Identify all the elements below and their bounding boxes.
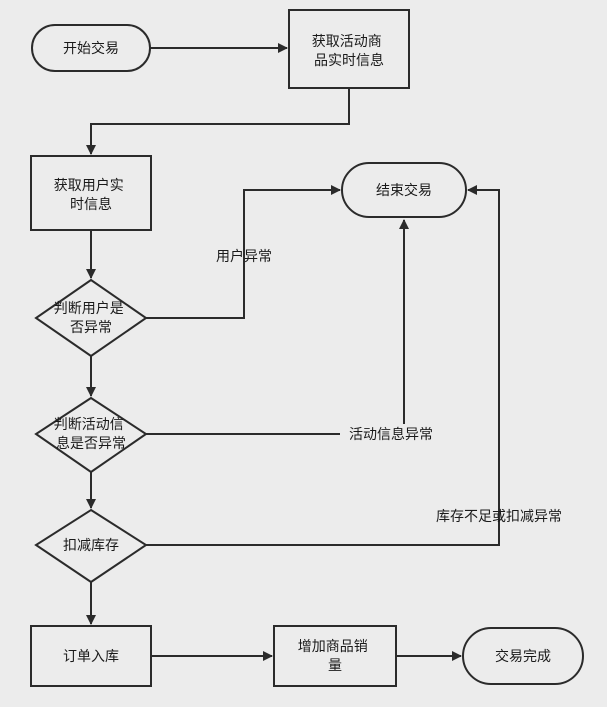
svg-text:判断用户是 否异常: 判断用户是 否异常 — [54, 300, 128, 336]
node-end-line-1: 结束交易 — [376, 182, 432, 199]
node-get-product: 获取活动商 品实时信息 — [288, 9, 410, 89]
svg-text:交易完成: 交易完成 — [495, 648, 551, 665]
svg-text:增加商品销 量: 增加商品销 量 — [298, 639, 372, 674]
node-get-user-line-1: 获取用户实 — [54, 177, 124, 194]
node-get-user-line-2: 时信息 — [70, 196, 112, 213]
node-start-line-1: 开始交易 — [63, 40, 119, 57]
edge-label-activity-abnormal: 活动信息异常 — [349, 426, 433, 443]
node-deduct-stock: 扣减库存 — [34, 508, 148, 584]
node-check-activity-line-1: 判断活动信 — [54, 417, 124, 433]
svg-text:订单入库: 订单入库 — [63, 649, 119, 665]
svg-text:结束交易: 结束交易 — [376, 182, 432, 199]
edge-get-product-to-get-user — [86, 88, 350, 155]
node-order-store-line-1: 订单入库 — [63, 649, 119, 665]
svg-text:扣减库存: 扣减库存 — [63, 538, 119, 554]
svg-text:判断活动信 息是否异常: 判断活动信 息是否异常 — [54, 417, 128, 452]
node-get-product-line-2: 品实时信息 — [314, 52, 384, 69]
edge-labels: 用户异常 活动信息异常 库存不足或扣减异常 — [216, 248, 562, 525]
node-get-product-line-1: 获取活动商 — [312, 34, 382, 50]
edge-check-user-to-end — [146, 185, 341, 319]
node-complete: 交易完成 — [462, 627, 584, 685]
node-start: 开始交易 — [31, 24, 151, 72]
edges — [86, 43, 500, 661]
nodes: 开始交易 获取活动商 品实时信息 获取用户实 时信息 结束交易 — [30, 9, 584, 687]
node-check-user-line-1: 判断用户是 — [54, 300, 124, 317]
node-check-activity: 判断活动信 息是否异常 — [34, 396, 148, 474]
node-end: 结束交易 — [341, 162, 467, 218]
node-add-sales-line-1: 增加商品销 — [298, 639, 368, 655]
node-check-user: 判断用户是 否异常 — [34, 278, 148, 358]
node-add-sales: 增加商品销 量 — [273, 625, 397, 687]
node-get-user: 获取用户实 时信息 — [30, 155, 152, 231]
edge-label-user-abnormal: 用户异常 — [216, 248, 272, 265]
node-order-store: 订单入库 — [30, 625, 152, 687]
svg-text:获取活动商 品实时信息: 获取活动商 品实时信息 — [312, 34, 386, 69]
node-check-activity-line-2: 息是否异常 — [56, 435, 126, 452]
edge-check-activity-to-end — [146, 219, 409, 435]
node-complete-line-1: 交易完成 — [495, 648, 551, 665]
node-check-user-line-2: 否异常 — [70, 320, 112, 336]
node-add-sales-line-2: 量 — [328, 658, 342, 674]
node-deduct-stock-line-1: 扣减库存 — [63, 538, 119, 554]
svg-text:获取用户实 时信息: 获取用户实 时信息 — [54, 177, 128, 213]
edge-label-stock-abnormal: 库存不足或扣减异常 — [436, 509, 562, 525]
edge-deduct-stock-to-end — [146, 185, 500, 546]
svg-text:开始交易: 开始交易 — [63, 40, 119, 57]
